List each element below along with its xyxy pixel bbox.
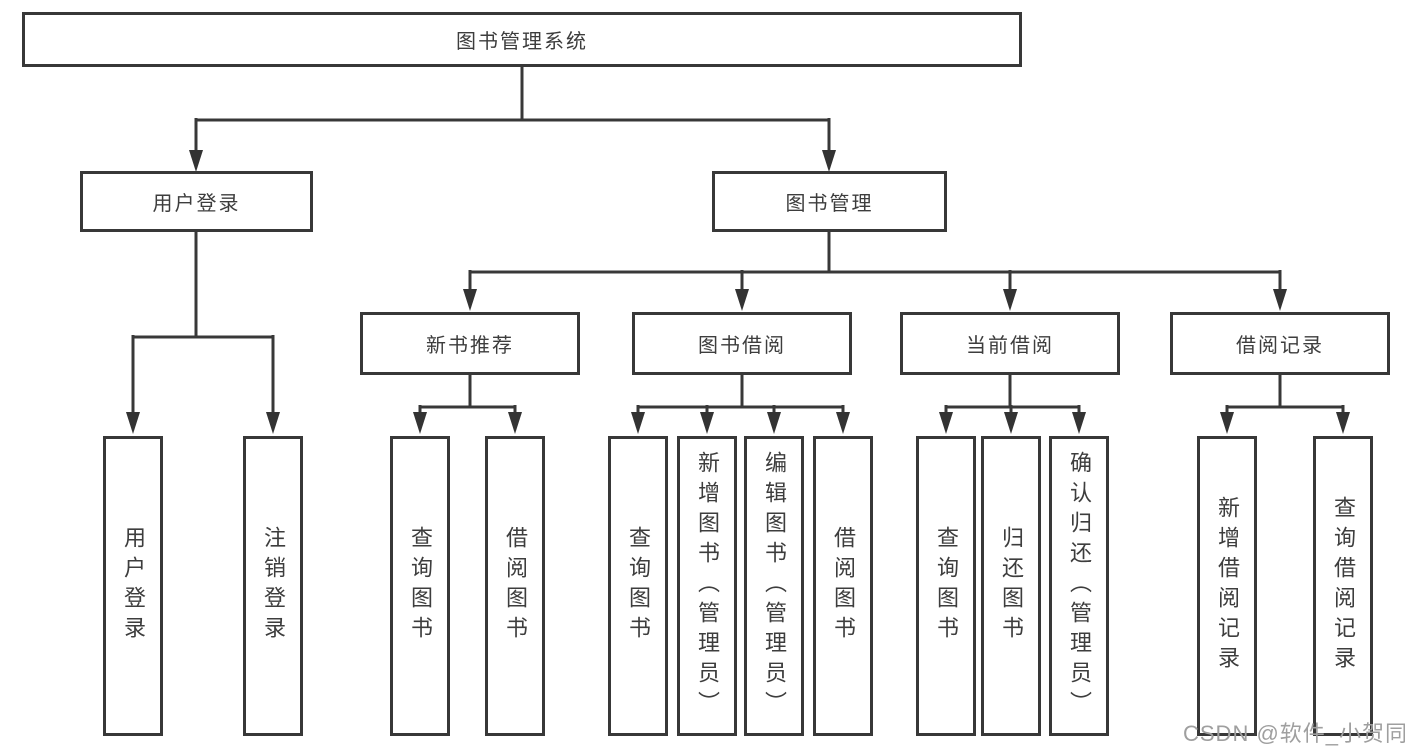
leaf-current-confirm-return-admin: 确认归还（管理员） xyxy=(1049,436,1109,736)
node-current-borrow: 当前借阅 xyxy=(900,312,1120,375)
leaf-user-login: 用户登录 xyxy=(103,436,163,736)
leaf-current-query-books: 查询图书 xyxy=(916,436,976,736)
leaf-newrec-borrow-books: 借阅图书 xyxy=(485,436,545,736)
node-book-management: 图书管理 xyxy=(712,171,947,232)
leaf-records-add-record: 新增借阅记录 xyxy=(1197,436,1257,736)
leaf-borrow-borrow-books: 借阅图书 xyxy=(813,436,873,736)
leaf-current-return-books: 归还图书 xyxy=(981,436,1041,736)
node-borrow-records: 借阅记录 xyxy=(1170,312,1390,375)
node-new-book-recommend: 新书推荐 xyxy=(360,312,580,375)
leaf-newrec-query-books: 查询图书 xyxy=(390,436,450,736)
csdn-watermark: CSDN @软件_小贺同学 xyxy=(1183,721,1405,746)
node-book-borrow: 图书借阅 xyxy=(632,312,852,375)
leaf-borrow-query-books: 查询图书 xyxy=(608,436,668,736)
leaf-records-query-record: 查询借阅记录 xyxy=(1313,436,1373,736)
leaf-borrow-add-books-admin: 新增图书（管理员） xyxy=(677,436,737,736)
node-library-management-system: 图书管理系统 xyxy=(22,12,1022,67)
leaf-logout: 注销登录 xyxy=(243,436,303,736)
node-user-login-group: 用户登录 xyxy=(80,171,313,232)
leaf-borrow-edit-books-admin: 编辑图书（管理员） xyxy=(744,436,804,736)
